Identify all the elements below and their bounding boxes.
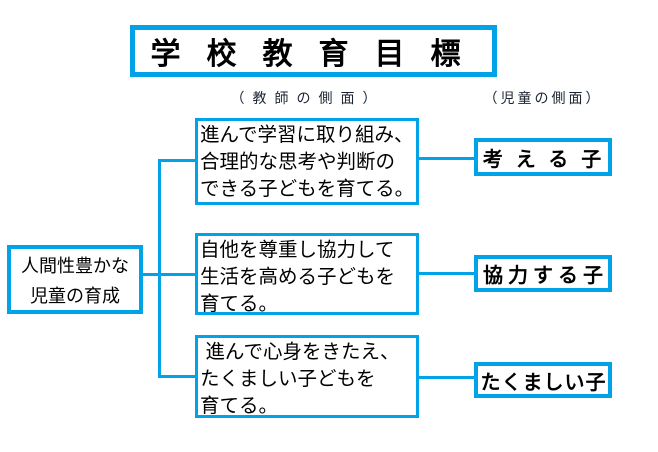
- teacher-goal-1-line-1: 進んで学習に取り組み、: [200, 124, 414, 146]
- column-header-children: （児童の側面）: [483, 92, 603, 107]
- connector-goal1-right-line: [419, 157, 474, 160]
- teacher-goal-box-2: 自他を尊重し協力して 生活を高める子どもを 育てる。: [195, 233, 419, 315]
- connector-goal2-left-line: [143, 273, 195, 276]
- teacher-goal-3-line-2: たくましい子どもを: [200, 368, 376, 390]
- child-trait-3-label: たくましい子: [480, 371, 607, 394]
- connector-goal3-right-line: [419, 376, 474, 379]
- connector-goal1-left-line: [158, 159, 195, 162]
- connector-goal2-right-line: [419, 272, 474, 275]
- connector-trunk-line: [158, 159, 161, 378]
- root-goal-line1: 人間性豊かな: [21, 256, 129, 276]
- teacher-goal-3-line-3: 育てる。: [200, 395, 279, 417]
- teacher-goal-box-1: 進んで学習に取り組み、 合理的な思考や判断の できる子どもを育てる。: [195, 118, 419, 205]
- child-trait-box-3: たくましい子: [474, 362, 612, 398]
- teacher-goal-box-3: 進んで心身をきたえ、 たくましい子どもを 育てる。: [195, 335, 419, 418]
- teacher-goal-1-line-3: できる子どもを育てる。: [200, 178, 415, 200]
- root-goal-line2: 児童の育成: [30, 286, 120, 306]
- child-trait-box-1: 考える子: [474, 138, 612, 176]
- child-trait-1-label: 考える子: [482, 148, 615, 171]
- teacher-goal-1-line-2: 合理的な思考や判断の: [200, 151, 396, 173]
- child-trait-2-label: 協力する子: [483, 265, 608, 287]
- child-trait-box-2: 協力する子: [474, 255, 612, 292]
- teacher-goal-2-line-1: 自他を尊重し協力して: [200, 239, 395, 261]
- teacher-goal-2-line-2: 生活を高める子どもを: [200, 266, 396, 288]
- teacher-goal-3-line-1: 進んで心身をきたえ、: [200, 341, 400, 363]
- column-header-teacher: （教師の側面）: [230, 92, 385, 107]
- connector-goal3-left-line: [158, 375, 195, 378]
- page-title: 学校教育目標: [130, 25, 497, 77]
- teacher-goal-2-line-3: 育てる。: [200, 293, 279, 315]
- root-goal-box: 人間性豊かな 児童の育成: [7, 245, 143, 314]
